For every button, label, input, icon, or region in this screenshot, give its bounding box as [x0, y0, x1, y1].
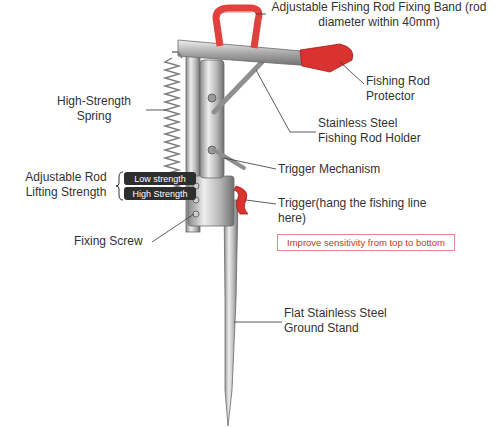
- leader-line: [246, 200, 276, 204]
- part-label: Trigger(hang the fishing line here): [278, 196, 428, 226]
- band-highlight: [224, 12, 252, 13]
- node-text: Improve sensitivity from top to bottom: [287, 237, 445, 248]
- pivot: [208, 94, 216, 102]
- red-trigger: [234, 186, 248, 214]
- node-text: High Strength: [132, 189, 187, 199]
- part-label: Adjustable Rod Lifting Strength: [16, 170, 116, 200]
- fixing-band: [216, 8, 259, 48]
- part-label: Trigger Mechanism: [278, 162, 408, 177]
- mechanism-plate: [200, 60, 224, 178]
- ground-stake: [224, 200, 238, 426]
- rod-arm: [178, 40, 312, 66]
- part-label: Fishing Rod Protector: [366, 74, 446, 104]
- strength-tag: Low strength: [124, 172, 196, 185]
- part-label: Stainless Steel Fishing Rod Holder: [318, 116, 438, 146]
- bracket: [116, 172, 123, 200]
- spring-hook: [172, 52, 182, 58]
- leader-line: [146, 110, 166, 111]
- leader-line: [256, 70, 316, 132]
- leader-line: [340, 62, 364, 84]
- leader-line: [152, 214, 194, 242]
- leader-line: [256, 14, 266, 15]
- leader-line: [224, 158, 276, 169]
- part-label: High-Strength Spring: [44, 94, 144, 124]
- strength-tag: High Strength: [124, 187, 196, 200]
- rod-protector: [300, 44, 353, 72]
- holder-link: [214, 62, 262, 112]
- note-box: Improve sensitivity from top to bottom: [277, 234, 455, 251]
- leader-line: [234, 322, 282, 323]
- part-label: Fixing Screw: [74, 234, 154, 249]
- part-label: Flat Stainless Steel Ground Stand: [284, 306, 404, 336]
- node-text: Low strength: [134, 174, 186, 184]
- part-label: Adjustable Fishing Rod Fixing Band (rod …: [268, 0, 490, 30]
